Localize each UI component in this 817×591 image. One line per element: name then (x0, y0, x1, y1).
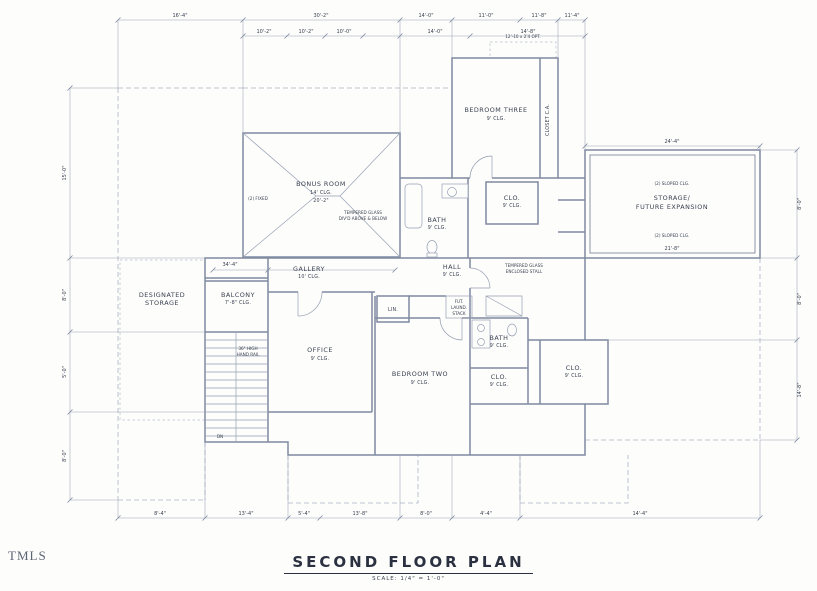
dim-right-2: 14'-8" (797, 382, 803, 397)
balcony-ceiling: 7'-8" CLG. (225, 300, 251, 306)
dim-left-3: 8'-0" (62, 450, 68, 462)
optional-closet-note: 12'-10 x 2'4 OPT. (505, 34, 540, 39)
dim-bottom-2: 5'-4" (298, 511, 310, 517)
sink-lower-2 (477, 338, 485, 346)
tempered-glass-hall-note-2: ENCLOSED STALL (506, 269, 543, 274)
dim-top2-3: 14'-0" (427, 29, 442, 35)
fixed-windows-note: (2) FIXED (248, 196, 268, 201)
tempered-glass-hall-note-1: TEMPERED GLASS (504, 263, 543, 268)
plan-title: SECOND FLOOR PLAN (284, 553, 533, 574)
gallery-label: GALLERY (293, 265, 325, 273)
labels-layer: BONUS ROOM 14' CLG. 20'-2" BEDROOM THREE… (62, 13, 803, 517)
closet-lower-ceiling: 9' CLG. (490, 382, 509, 388)
dim-bottom-6: 14'-4" (632, 511, 647, 517)
roof-dashed-lines (117, 41, 761, 504)
hall-ceiling: 9' CLG. (443, 272, 462, 278)
laundry-note-2: LAUND. (451, 305, 467, 310)
bonus-room-dim: 20'-2" (313, 198, 329, 204)
closet-right-label: CLO. (566, 364, 583, 372)
dim-left-1: 8'-0" (62, 289, 68, 301)
dim-top2-0: 10'-2" (256, 29, 271, 35)
tempered-glass-bonus-note-2: DIV'D ABOVE & BELOW (339, 216, 388, 221)
dim-top2-1: 10'-2" (298, 29, 313, 35)
bonus-room-ceiling: 14' CLG. (310, 190, 332, 196)
dim-bottom-3: 13'-8" (352, 511, 367, 517)
handrail-note-1: 36" HIGH (238, 346, 257, 351)
storage-dim-bottom: 21'-8" (664, 246, 679, 252)
dim-bottom-1: 13'-4" (238, 511, 253, 517)
closet-upper-label: CLO. (504, 194, 521, 202)
storage-label-2: FUTURE EXPANSION (636, 203, 708, 211)
handrail-note-2: HAND RAIL (237, 352, 261, 357)
toilet-tank-upper (426, 252, 438, 258)
bath-upper-ceiling: 9' CLG. (428, 225, 447, 231)
dim-left-0: 15'-0" (62, 165, 68, 180)
bedroom-two-ceiling: 9' CLG. (411, 380, 430, 386)
title-block: SECOND FLOOR PLAN SCALE: 1/4" = 1'-0" (0, 552, 817, 582)
tempered-glass-bonus-note-1: TEMPERED GLASS (343, 210, 382, 215)
bedroom-three-ceiling: 9' CLG. (487, 116, 506, 122)
dim-top1-2: 14'-0" (418, 13, 433, 19)
vanity-lower (471, 319, 491, 349)
interior-dim-label: 34'-4" (222, 262, 237, 268)
dim-top1-5: 11'-4" (564, 13, 579, 19)
dim-right-1: 8'-0" (797, 293, 803, 305)
bath-lower-label: BATH (490, 334, 509, 342)
closet-lower-label: CLO. (491, 373, 508, 381)
dim-top1-1: 30'-2" (313, 13, 328, 19)
bathtub-upper (404, 183, 423, 229)
walls-layer (204, 57, 761, 456)
linen-label: LIN. (388, 307, 398, 313)
dim-top1-0: 16'-4" (172, 13, 187, 19)
bonus-room-label: BONUS ROOM (296, 180, 346, 188)
office-ceiling: 9' CLG. (311, 356, 330, 362)
sink-lower-1 (477, 324, 485, 332)
scale-note: SCALE: 1/4" = 1'-0" (372, 576, 445, 582)
shower-stall (485, 295, 523, 317)
door-arcs (297, 155, 493, 341)
dim-top2-4: 14'-8" (520, 29, 535, 35)
toilet-lower (507, 323, 517, 337)
bath-lower-ceiling: 9' CLG. (490, 343, 509, 349)
balcony-label: BALCONY (221, 291, 255, 299)
dim-bottom-4: 8'-0" (420, 511, 432, 517)
storage-sloped-clg-note-top: (2) SLOPED CLG. (655, 181, 690, 186)
bath-upper-label: BATH (428, 216, 447, 224)
stair-treads (206, 332, 267, 442)
closet-ca-label: CLOSET C.A. (545, 104, 551, 136)
dim-right-0: 8'-0" (797, 198, 803, 210)
laundry-stack-box (445, 295, 473, 319)
stairs-dn-label: DN (217, 434, 223, 439)
tmls-watermark: TMLS (8, 548, 47, 563)
laundry-note-3: STACK (452, 311, 466, 316)
bedroom-three-label: BEDROOM THREE (464, 106, 527, 114)
closet-right-ceiling: 9' CLG. (565, 373, 584, 379)
dim-top2-2: 10'-0" (336, 29, 351, 35)
bonus-room-ceiling-slope-lines (242, 132, 401, 258)
dim-left-2: 5'-0" (62, 366, 68, 378)
storage-label-1: STORAGE/ (654, 194, 691, 202)
dim-top1-3: 11'-0" (478, 13, 493, 19)
dim-bottom-5: 4'-4" (480, 511, 492, 517)
designated-storage-label-2: STORAGE (145, 299, 179, 307)
storage-dim-top: 24'-4" (664, 139, 679, 145)
storage-sloped-clg-note-bottom: (2) SLOPED CLG. (655, 233, 690, 238)
designated-storage-label-1: DESIGNATED (139, 291, 185, 299)
office-label: OFFICE (307, 346, 333, 354)
dim-top1-4: 11'-8" (531, 13, 546, 19)
bedroom-two-label: BEDROOM TWO (392, 370, 448, 378)
dim-bottom-0: 8'-4" (154, 511, 166, 517)
toilet-upper (426, 240, 438, 254)
hall-label: HALL (443, 263, 461, 271)
laundry-note-1: FUT. (455, 299, 464, 304)
sink-upper (447, 187, 457, 197)
details-layer (206, 132, 523, 442)
closet-upper-ceiling: 9' CLG. (503, 203, 522, 209)
gallery-ceiling: 10' CLG. (298, 274, 320, 280)
dimension-lines (67, 17, 800, 521)
